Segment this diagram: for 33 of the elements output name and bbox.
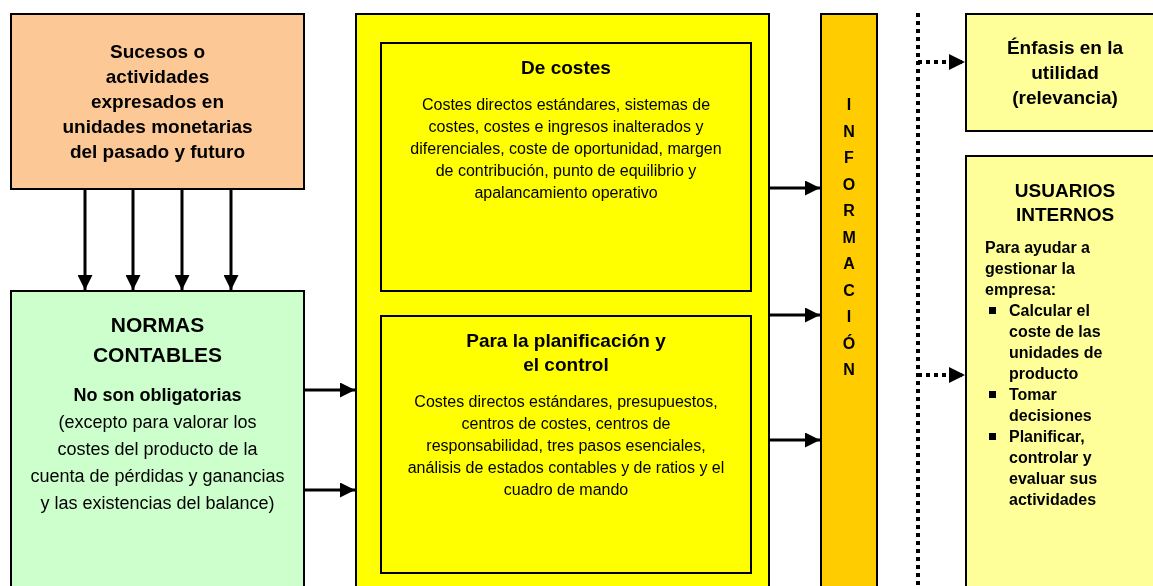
arrow xyxy=(174,190,190,290)
text-box xyxy=(10,13,305,190)
heading: Para la planificación y el control xyxy=(465,329,667,377)
body-text: Costes directos estándares, sistemas de costes, costes e ingresos inalterados y diferenciales, coste de oportunidad, margen de contribución, punto de equilibrio y apalancamiento operativo xyxy=(409,95,723,203)
list-item: Tomar decisiones xyxy=(1009,385,1093,426)
text-box xyxy=(380,42,752,292)
text-box xyxy=(10,290,305,586)
arrow xyxy=(305,382,355,398)
text-box xyxy=(380,315,752,574)
list-item: Calcular el coste de las unidades de producto xyxy=(1009,301,1104,384)
info-bar xyxy=(820,13,878,586)
heading: Sucesos o actividades expresados en unidades monetarias del pasado y futuro xyxy=(61,40,254,164)
text-box xyxy=(965,13,1153,132)
body-text: Para ayudar a gestionar la empresa: xyxy=(985,238,1091,300)
arrow xyxy=(770,307,820,323)
heading: NORMAS CONTABLES xyxy=(91,312,224,368)
vertical-label: INFORMACIÓN xyxy=(842,95,856,381)
body-text: Costes directos estándares, presupuestos, centros de costes, centros de responsabilidad, tres pasos esenciales, análisis de estados contables y de ratios y el cuadro de mando xyxy=(406,392,726,500)
heading: USUARIOS INTERNOS xyxy=(1013,179,1117,227)
body-text: No son obligatorias (excepto para valorar los costes del producto de la cuenta de pérdidas y ganancias y las existencias del balance) xyxy=(30,384,285,515)
heading: Énfasis en la utilidad (relevancia) xyxy=(1005,36,1125,110)
arrow xyxy=(918,367,965,383)
arrow xyxy=(770,432,820,448)
arrow xyxy=(223,190,239,290)
heading: De costes xyxy=(521,56,611,80)
arrow xyxy=(125,190,141,290)
list-item: Planificar, controlar y evaluar sus actividades xyxy=(1009,427,1099,510)
arrow xyxy=(918,54,965,70)
arrow xyxy=(77,190,93,290)
arrow xyxy=(305,482,355,498)
text-box xyxy=(965,155,1153,586)
arrow xyxy=(770,180,820,196)
group-panel xyxy=(355,13,770,586)
